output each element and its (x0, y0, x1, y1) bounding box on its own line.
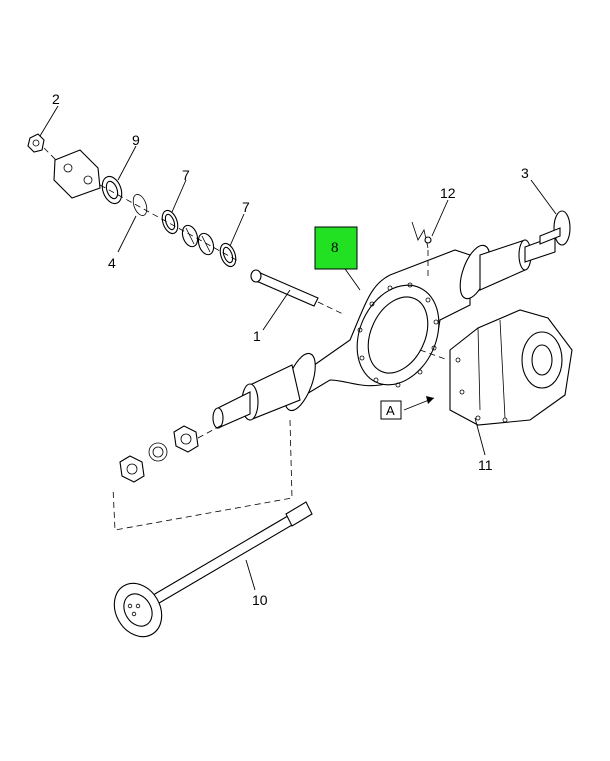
differential-carrier[interactable] (419, 309, 573, 426)
callout-4[interactable]: 4 (108, 255, 116, 271)
callout-10[interactable]: 10 (252, 592, 268, 608)
callout-3[interactable]: 3 (521, 165, 529, 181)
bearing-cone[interactable] (180, 223, 217, 256)
left-axle-shaft[interactable] (105, 501, 313, 645)
leader-lines (39, 105, 557, 591)
bearing-cup-outer[interactable] (159, 208, 180, 235)
callout-12[interactable]: 12 (440, 185, 456, 201)
axle-nut-set[interactable] (119, 424, 223, 483)
part-8-highlight[interactable] (314, 226, 358, 270)
callout-7-upper[interactable]: 7 (182, 167, 190, 183)
callout-9[interactable]: 9 (132, 132, 140, 148)
callout-8[interactable]: 8 (331, 240, 339, 256)
pinion-seal[interactable] (99, 174, 125, 206)
pinion-yoke[interactable] (53, 149, 241, 263)
breather-vent[interactable] (411, 221, 432, 280)
yoke-nut[interactable] (27, 133, 57, 161)
callout-7-lower[interactable]: 7 (242, 199, 250, 215)
callout-11[interactable]: 11 (478, 457, 493, 473)
view-label-a: A (386, 403, 395, 418)
pinion-shaft[interactable] (250, 269, 346, 316)
callout-2[interactable]: 2 (52, 91, 60, 107)
snap-ring[interactable] (131, 193, 150, 218)
axle-housing[interactable] (212, 235, 556, 429)
view-a-box (380, 400, 402, 420)
callout-1[interactable]: 1 (253, 328, 261, 344)
right-axle-flange[interactable] (539, 210, 571, 246)
